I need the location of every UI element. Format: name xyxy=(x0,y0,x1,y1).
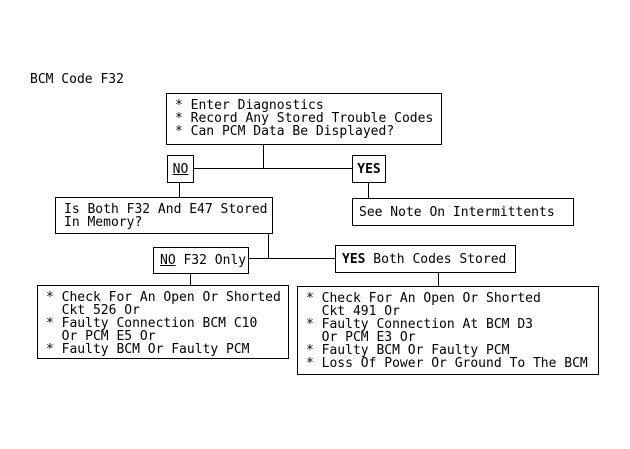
see-note-intermittents-box: See Note On Intermittents xyxy=(352,198,574,226)
no-branch-box: NO xyxy=(167,155,194,183)
no-f32-only-box: NO F32 Only xyxy=(153,247,249,274)
is-both-stored-line: Is Both F32 And E47 Stored xyxy=(64,202,268,217)
connector-yes-down xyxy=(368,182,369,199)
right-result-line: Or PCM E3 Or xyxy=(306,330,416,345)
left-result-line: * Faulty Connection BCM C10 xyxy=(46,316,258,331)
no-branch-label: NO xyxy=(172,161,189,177)
no-f32-only-text: F32 Only xyxy=(175,253,247,268)
in-memory-line: In Memory? xyxy=(64,215,143,230)
connector-topbox-down xyxy=(263,145,264,169)
right-result-line: * Faulty Connection At BCM D3 xyxy=(306,317,533,332)
connector-isboth-down xyxy=(268,233,269,259)
connector-no-down xyxy=(179,182,180,198)
connector-nof32-down xyxy=(190,273,191,286)
no-f32-only-label: NO xyxy=(160,253,176,268)
f32-only-result-box: * Check For An Open Or Shorted Ckt 526 O… xyxy=(37,285,289,359)
yes-both-codes-text: Both Codes Stored xyxy=(365,251,507,267)
right-result-line: * Check For An Open Or Shorted xyxy=(306,291,541,306)
connector-yesboth-down xyxy=(438,272,439,287)
pcm-data-question-line: * Can PCM Data Be Displayed? xyxy=(175,124,395,139)
page-title: BCM Code F32 xyxy=(30,72,124,87)
is-both-stored-box: Is Both F32 And E47 Stored In Memory? xyxy=(55,197,273,234)
connector-no-yes-horizontal xyxy=(193,168,353,169)
record-codes-line: * Record Any Stored Trouble Codes xyxy=(175,111,434,126)
right-result-line: * Faulty BCM Or Faulty PCM xyxy=(306,343,510,358)
left-result-line: Or PCM E5 Or xyxy=(46,329,156,344)
yes-branch-box: YES xyxy=(352,155,386,183)
see-note-intermittents-label: See Note On Intermittents xyxy=(359,204,555,220)
both-codes-result-box: * Check For An Open Or Shorted Ckt 491 O… xyxy=(297,286,599,375)
yes-both-codes-box: YES Both Codes Stored xyxy=(335,245,516,273)
enter-diagnostics-box: * Enter Diagnostics * Record Any Stored … xyxy=(166,93,442,145)
yes-both-codes-label: YES xyxy=(342,251,366,267)
left-result-line: * Faulty BCM Or Faulty PCM xyxy=(46,342,250,357)
right-result-line: * Loss Of Power Or Ground To The BCM xyxy=(306,356,588,371)
right-result-line: Ckt 491 Or xyxy=(306,304,400,319)
left-result-line: Ckt 526 Or xyxy=(46,303,140,318)
connector-no2-yes2-horizontal xyxy=(248,258,335,259)
yes-branch-label: YES xyxy=(357,161,381,177)
left-result-line: * Check For An Open Or Shorted xyxy=(46,290,281,305)
enter-diagnostics-line: * Enter Diagnostics xyxy=(175,98,324,113)
